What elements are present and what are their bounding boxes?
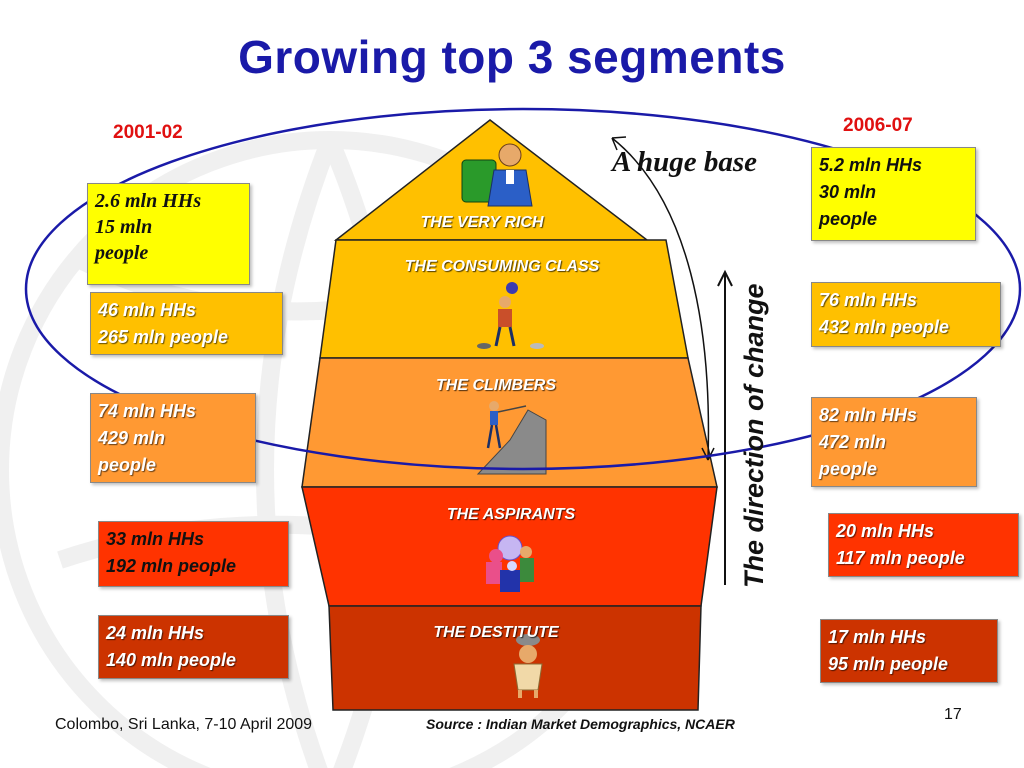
stat-box-2006-consuming-class: 76 mln HHs 432 mln people [811,282,1001,347]
stat-box-2006-aspirants: 20 mln HHs 117 mln people [828,513,1019,577]
stat-box-2006-climbers: 82 mln HHs 472 mln people [811,397,977,487]
stat-box-2001-very-rich: 2.6 mln HHs 15 mln people [87,183,250,285]
caveman-icon [513,634,543,698]
segment-label-destitute: THE DESTITUTE [433,624,559,641]
mountain-climber-icon [476,401,547,475]
rich-man-with-money-icon [461,143,533,207]
juggling-person-icon [477,282,544,349]
fortune-teller-icon [486,535,534,592]
footer-location: Colombo, Sri Lanka, 7-10 April 2009 [55,716,313,733]
segment-label-aspirants: THE ASPIRANTS [446,506,576,523]
stat-box-2001-aspirants: 33 mln HHs 192 mln people [98,521,289,587]
segment-label-consuming-class: THE CONSUMING CLASS [404,258,600,275]
page-number: 17 [944,706,962,723]
segment-label-climbers: THE CLIMBERS [436,377,556,394]
stat-box-2001-consuming-class: 46 mln HHs 265 mln people [90,292,283,355]
footer-source: Source : Indian Market Demographics, NCA… [426,716,735,732]
stat-box-2001-destitute: 24 mln HHs 140 mln people [98,615,289,679]
direction-of-change-label: The direction of change [739,283,769,588]
stat-box-2001-climbers: 74 mln HHs 429 mln people [90,393,256,483]
huge-base-annotation: A huge base [612,146,758,178]
slide-title: Growing top 3 segments [238,31,786,83]
top-segments-ellipse [24,107,1022,471]
segment-destitute-shape [328,605,702,711]
year-label-2001: 2001-02 [113,122,183,143]
year-label-2006: 2006-07 [843,115,913,136]
stat-box-2006-very-rich: 5.2 mln HHs 30 mln people [811,147,976,241]
stat-box-2006-destitute: 17 mln HHs 95 mln people [820,619,998,683]
segment-label-very-rich: THE VERY RICH [420,214,544,231]
